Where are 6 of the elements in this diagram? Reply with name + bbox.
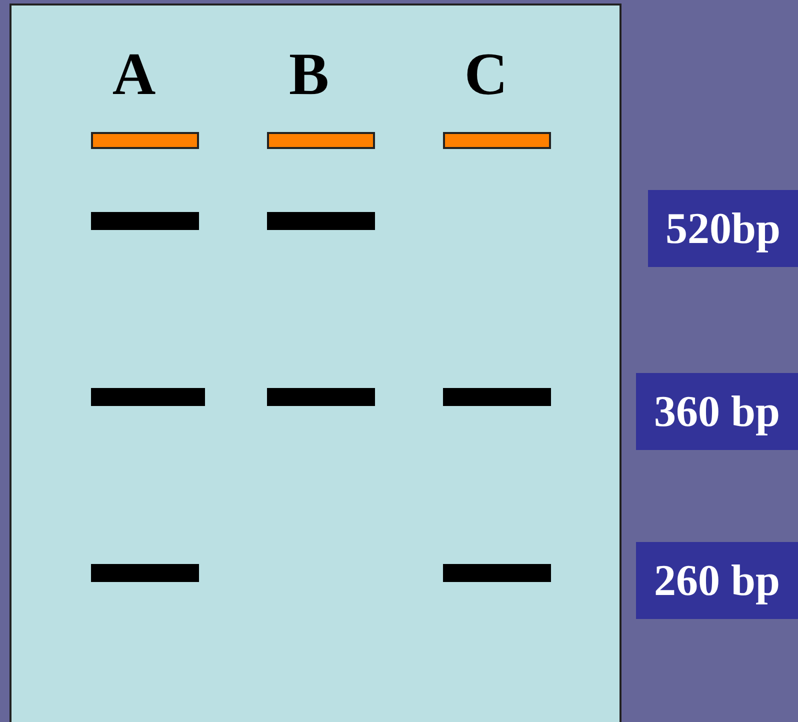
size-marker-label: 260 bp	[636, 542, 798, 619]
lane-label: B	[288, 44, 330, 104]
size-marker-label: 520bp	[648, 190, 798, 267]
size-marker-label: 360 bp	[636, 373, 798, 450]
lane-label: C	[464, 44, 508, 104]
lane-label: A	[112, 44, 156, 104]
